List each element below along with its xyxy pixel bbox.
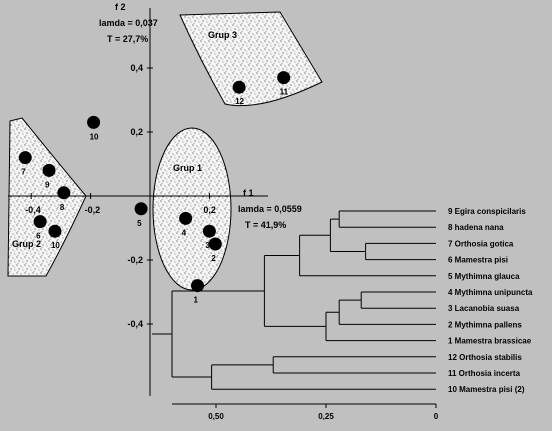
point-label: 3: [205, 241, 210, 250]
dendrogram-leaf-label: 10 Mamestra pisi (2): [448, 385, 525, 394]
scatter-point: [48, 224, 62, 238]
scatter-point: [57, 186, 71, 200]
dendrogram-leaf-label: 12 Orthosia stabilis: [448, 353, 522, 362]
group-regions: [7, 11, 323, 291]
scatter-point: [277, 71, 291, 85]
dendrogram-tick-label: 0,25: [318, 412, 334, 421]
point-label: 7: [21, 168, 26, 177]
point-label: 12: [235, 97, 244, 106]
dendrogram-tick-label: 0,50: [208, 412, 224, 421]
group-1-region: [152, 127, 232, 291]
group-2-region: [7, 117, 87, 277]
dendrogram-leaf-label: 11 Orthosia incerta: [448, 369, 521, 378]
dendrogram-leaf-label: 3 Lacanobia suasa: [448, 304, 520, 313]
point-label: 9: [45, 180, 50, 189]
x-tick-label: -0,2: [85, 205, 101, 215]
scatter-point: [18, 151, 32, 165]
f1-variance: T = 41,9%: [245, 220, 286, 230]
scatter-point: [191, 279, 205, 293]
group-3-label: Grup 3: [208, 30, 237, 40]
scatter-point: [208, 237, 222, 251]
scatter-point: [179, 211, 193, 225]
y-tick-label: 0,4: [130, 63, 143, 73]
point-label: 5: [137, 219, 142, 228]
y-tick-labels: 0,4 0,2 -0,2 -0,4: [127, 63, 153, 329]
scatter-point: [42, 163, 56, 177]
f1-lambda: lamda = 0,0559: [238, 204, 302, 214]
dendrogram-leaf-labels: 9 Egira conspicilaris 8 hadena nana 7 Orth…: [448, 207, 533, 394]
scatter-point: [134, 202, 148, 216]
dendrogram-leaf-label: 4 Mythimna unipuncta: [448, 288, 533, 297]
group-2-label: Grup 2: [12, 239, 41, 249]
y-tick-label: -0,2: [127, 255, 143, 265]
f2-axis-label: f 2: [115, 2, 126, 12]
f2-variance: T = 27,7%: [107, 34, 148, 44]
point-label: 4: [182, 228, 187, 237]
dendrogram-leaf-label: 9 Egira conspicilaris: [448, 207, 526, 216]
scatter-point: [87, 115, 101, 129]
y-tick-label: -0,4: [127, 319, 143, 329]
point-label: 11: [280, 88, 289, 97]
group-labels: Grup 1 Grup 2 Grup 3: [12, 30, 237, 249]
point-label: 10: [90, 132, 99, 141]
dendrogram-tick-label: 0: [434, 412, 439, 421]
y-tick-label: 0,2: [130, 127, 143, 137]
dendrogram-leaf-label: 5 Mythimna glauca: [448, 272, 520, 281]
point-label: 2: [211, 254, 216, 263]
dendrogram-leaf-label: 7 Orthosia gotica: [448, 239, 514, 248]
f1-axis-label: f 1: [243, 188, 254, 198]
ordination-axes: f 2 lamda = 0,037 T = 27,7% f 1 lamda = …: [8, 2, 302, 396]
dendrogram-leaf-label: 1 Mamestra brassicae: [448, 337, 532, 346]
dendrogram-leaf-label: 8 hadena nana: [448, 223, 504, 232]
dendrogram-leaf-label: 2 Mythimna pallens: [448, 320, 522, 329]
x-tick-labels: -0,4 -0,2 0,2: [25, 193, 216, 215]
dendrogram-leaf-label: 6 Mamestra pisi: [448, 256, 508, 265]
scatter-point: [33, 215, 47, 229]
group-1-label: Grup 1: [173, 163, 202, 173]
x-tick-label: -0,4: [25, 205, 41, 215]
point-label: 6: [36, 232, 41, 241]
dendrogram-axis: 0,50 0,25 0: [172, 403, 439, 421]
scatter-point: [232, 80, 246, 94]
group-3-region: [179, 11, 323, 107]
x-tick-label: 0,2: [203, 205, 216, 215]
dendrogram: [152, 210, 436, 390]
point-label: 8: [60, 203, 65, 212]
scatter-point: [202, 224, 216, 238]
f2-lambda: lamda = 0,037: [99, 18, 158, 28]
point-label: 1: [194, 296, 199, 305]
point-label: 10: [51, 241, 60, 250]
